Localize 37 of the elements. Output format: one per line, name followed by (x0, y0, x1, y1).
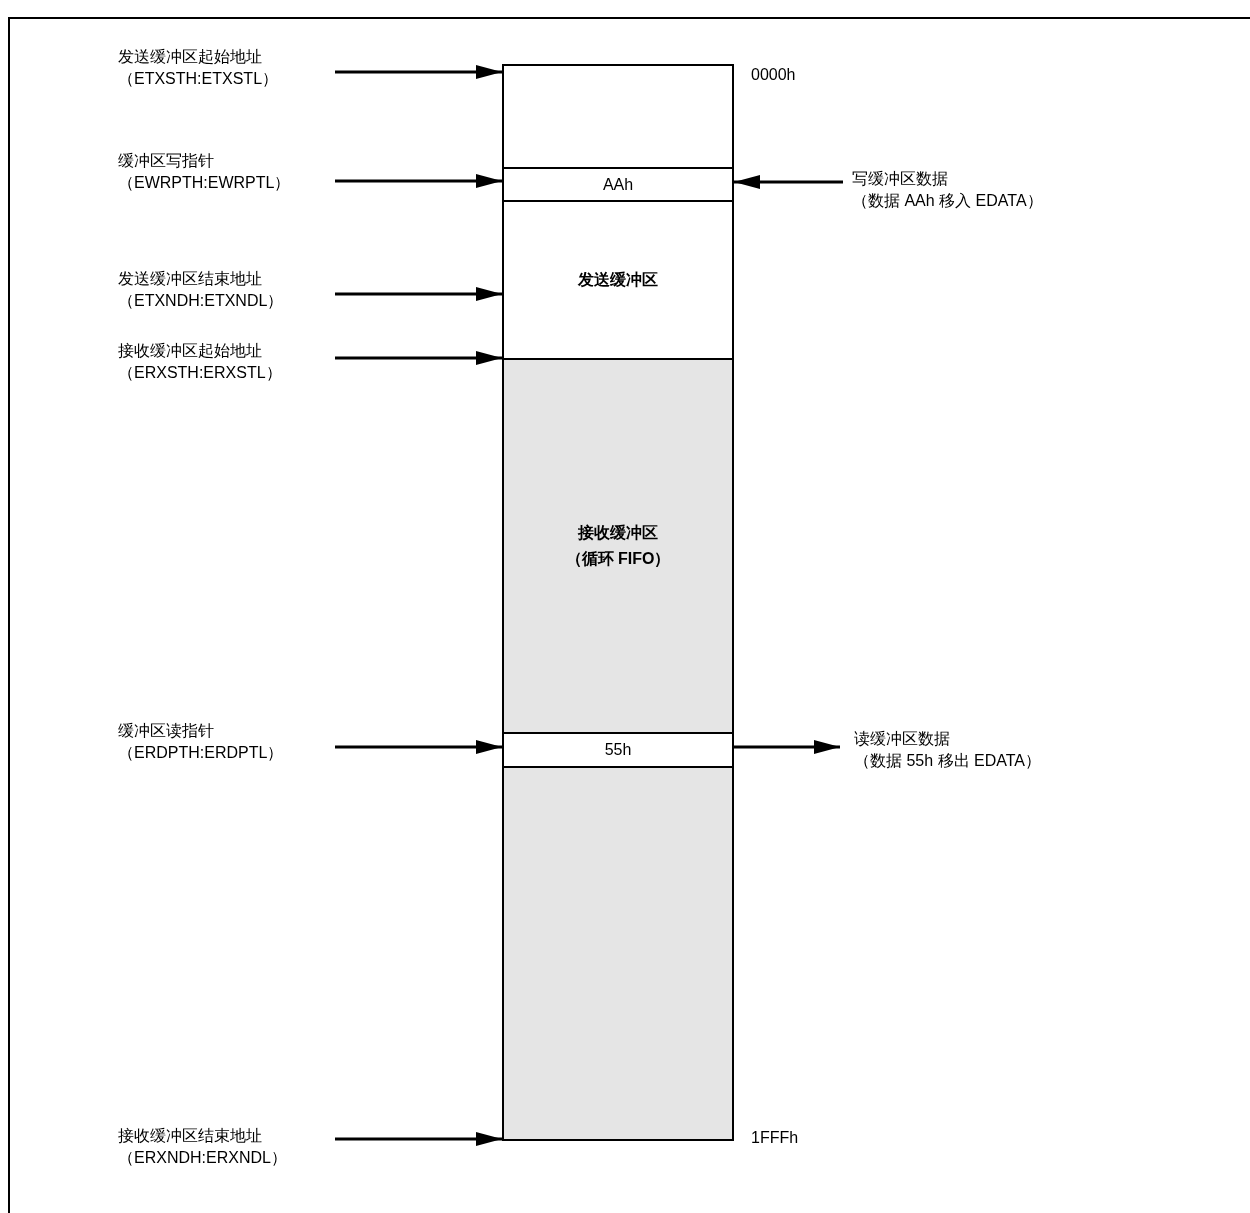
memory-segment (502, 766, 734, 1141)
arrow (335, 287, 502, 301)
register-name: 发送缓冲区起始地址 (118, 47, 263, 67)
register-name: 接收缓冲区起始地址 (118, 341, 263, 361)
segment-label: 接收缓冲区 (578, 523, 658, 543)
segment-label: 55h (604, 740, 632, 760)
register-pair: （ERDPTH:ERDPTL） (118, 743, 284, 763)
arrow (335, 351, 502, 365)
arrow (734, 175, 843, 189)
memory-segment (502, 732, 734, 768)
register-name: 缓冲区写指针 (118, 151, 215, 171)
segment-label: 发送缓冲区 (578, 270, 658, 290)
register-pair: （ERXSTH:ERXSTL） (118, 363, 282, 383)
operation-name: 写缓冲区数据 (852, 169, 949, 189)
operation-note: （数据 AAh 移入 EDATA） (852, 191, 1043, 211)
operation-name: 读缓冲区数据 (854, 729, 951, 749)
arrow (335, 174, 502, 188)
register-pair: （ETXNDH:ETXNDL） (118, 291, 284, 311)
register-name: 发送缓冲区结束地址 (118, 269, 263, 289)
register-name: 接收缓冲区结束地址 (118, 1126, 263, 1146)
arrow (734, 740, 840, 754)
memory-segment (502, 64, 734, 169)
operation-note: （数据 55h 移出 EDATA） (854, 751, 1041, 771)
register-name: 缓冲区读指针 (118, 721, 215, 741)
memory-segment (502, 358, 734, 734)
register-pair: （EWRPTH:EWRPTL） (118, 173, 291, 193)
memory-segment (502, 200, 734, 360)
arrow (335, 740, 502, 754)
register-pair: （ERXNDH:ERXNDL） (118, 1148, 287, 1168)
memory-segment (502, 167, 734, 202)
segment-note: （循环 FIFO） (565, 549, 671, 569)
address-label: 0000h (751, 65, 796, 85)
address-label: 1FFFh (751, 1128, 799, 1148)
arrow (335, 1132, 502, 1146)
register-pair: （ETXSTH:ETXSTL） (118, 69, 279, 89)
segment-label: AAh (602, 174, 634, 195)
arrow (335, 65, 502, 79)
